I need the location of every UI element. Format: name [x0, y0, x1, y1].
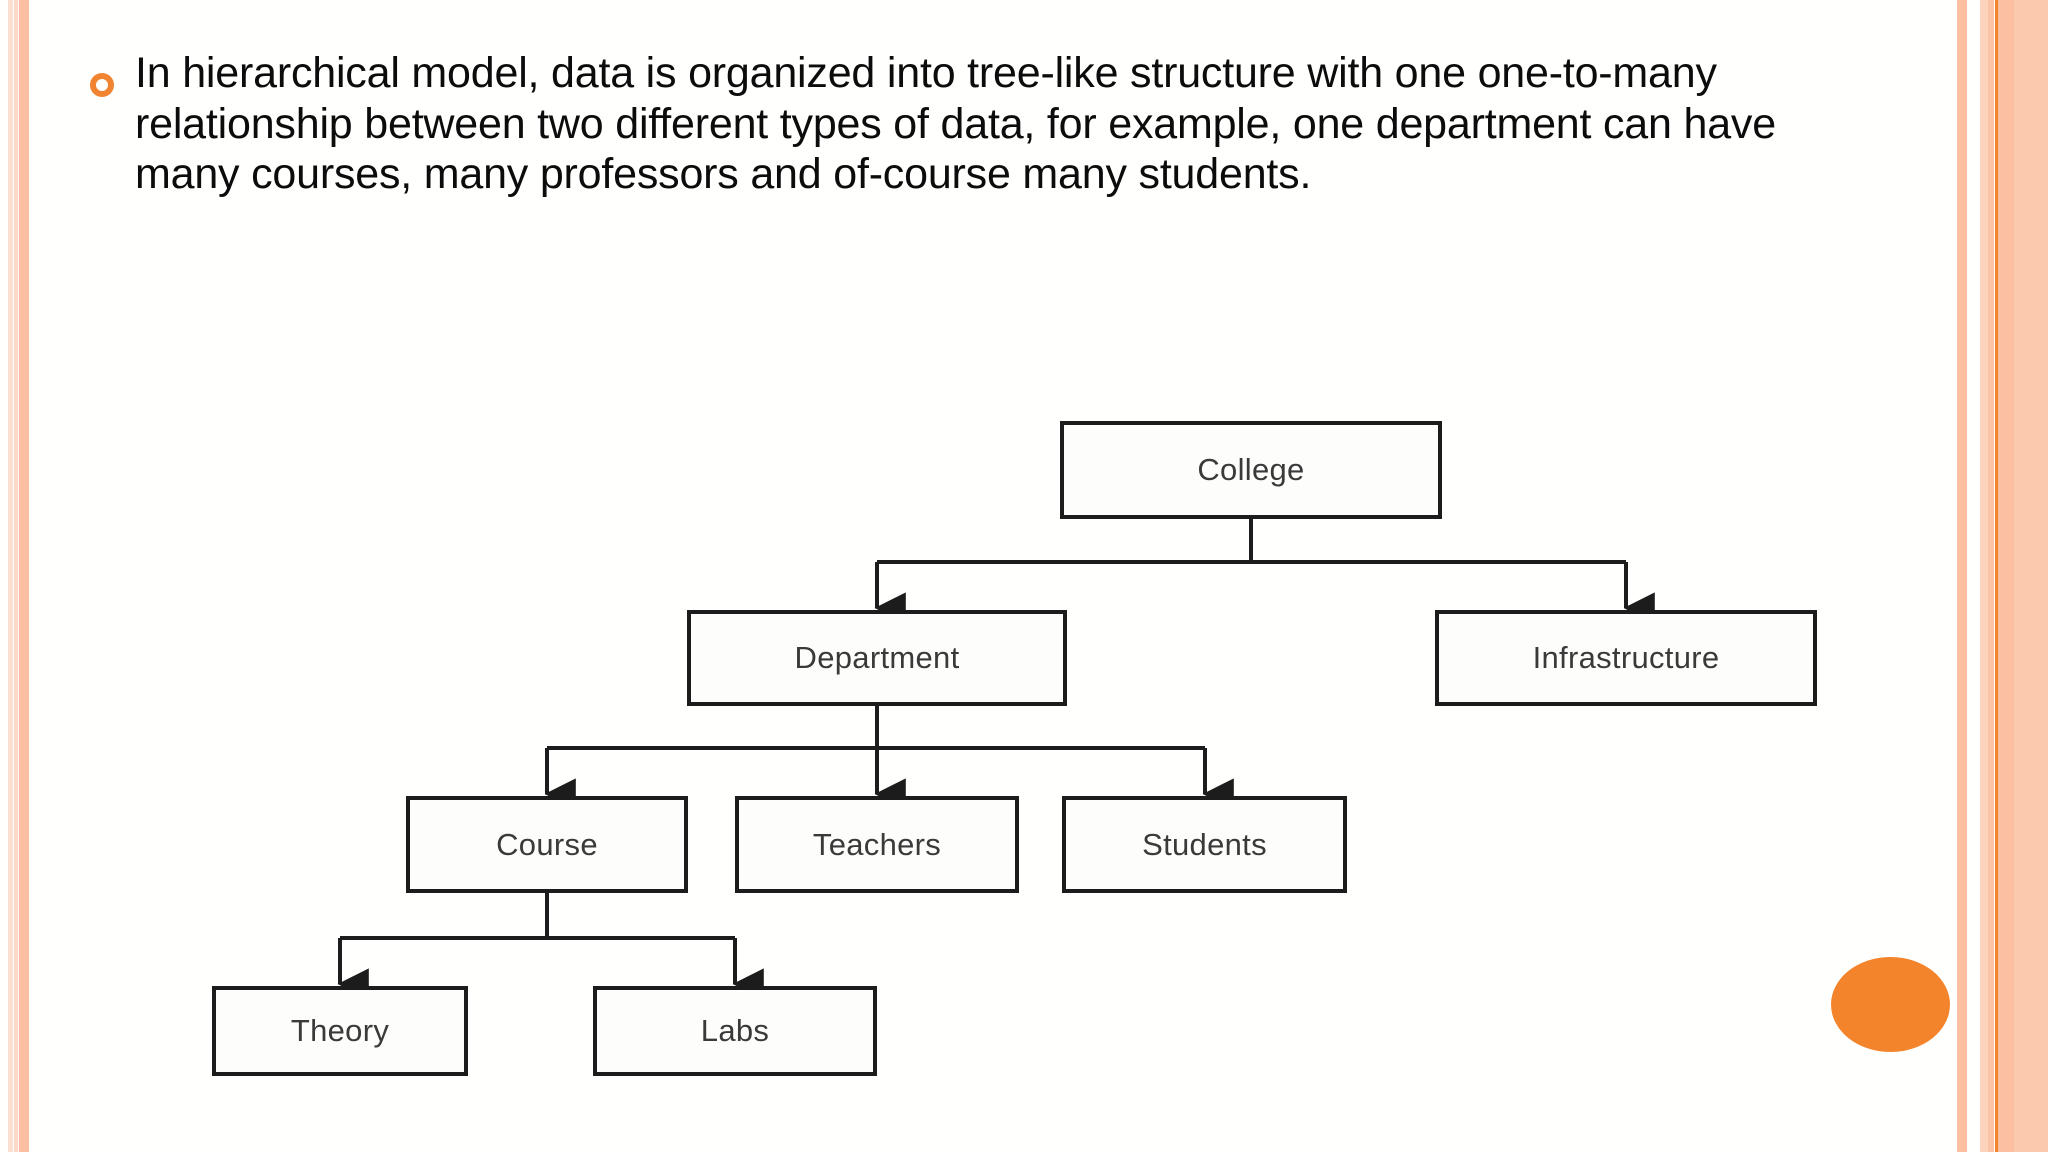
diagram-node-students: Students [1062, 796, 1347, 893]
diagram-node-college: College [1060, 421, 1442, 519]
diagram-node-teachers: Teachers [735, 796, 1019, 893]
ring-bullet-icon [90, 73, 114, 97]
bullet-list-item: In hierarchical model, data is organized… [90, 48, 1810, 200]
left-border-stripe-1 [8, 0, 13, 1152]
right-border-stripe-3 [1988, 0, 1994, 1152]
diagram-node-label: College [1197, 452, 1305, 487]
diagram-node-course: Course [406, 796, 688, 893]
right-border-stripe-4 [1995, 0, 1998, 1152]
bullet-text: In hierarchical model, data is organized… [135, 49, 1776, 199]
diagram-node-label: Course [496, 826, 598, 862]
right-border-stripe-6 [2014, 0, 2048, 1152]
diagram-node-theory: Theory [212, 986, 468, 1076]
diagram-connectors [337, 519, 1655, 1000]
diagram-node-labs: Labs [593, 986, 877, 1076]
right-border-stripe-5 [1998, 0, 2014, 1152]
right-border-stripe-2 [1980, 0, 1988, 1152]
diagram-node-label: Students [1142, 826, 1267, 862]
diagram-node-department: Department [687, 610, 1067, 706]
diagram-node-label: Teachers [812, 826, 942, 862]
left-border-stripe-3 [19, 0, 29, 1152]
left-border-stripe-2 [14, 0, 18, 1152]
diagram-node-label: Department [794, 640, 960, 675]
diagram-node-infrastructure: Infrastructure [1435, 610, 1817, 706]
right-border-stripe-1 [1957, 0, 1967, 1152]
orange-ellipse-accent [1831, 957, 1950, 1052]
diagram-node-label: Labs [700, 1013, 770, 1048]
diagram-node-label: Infrastructure [1532, 640, 1720, 675]
diagram-node-label: Theory [290, 1013, 390, 1048]
